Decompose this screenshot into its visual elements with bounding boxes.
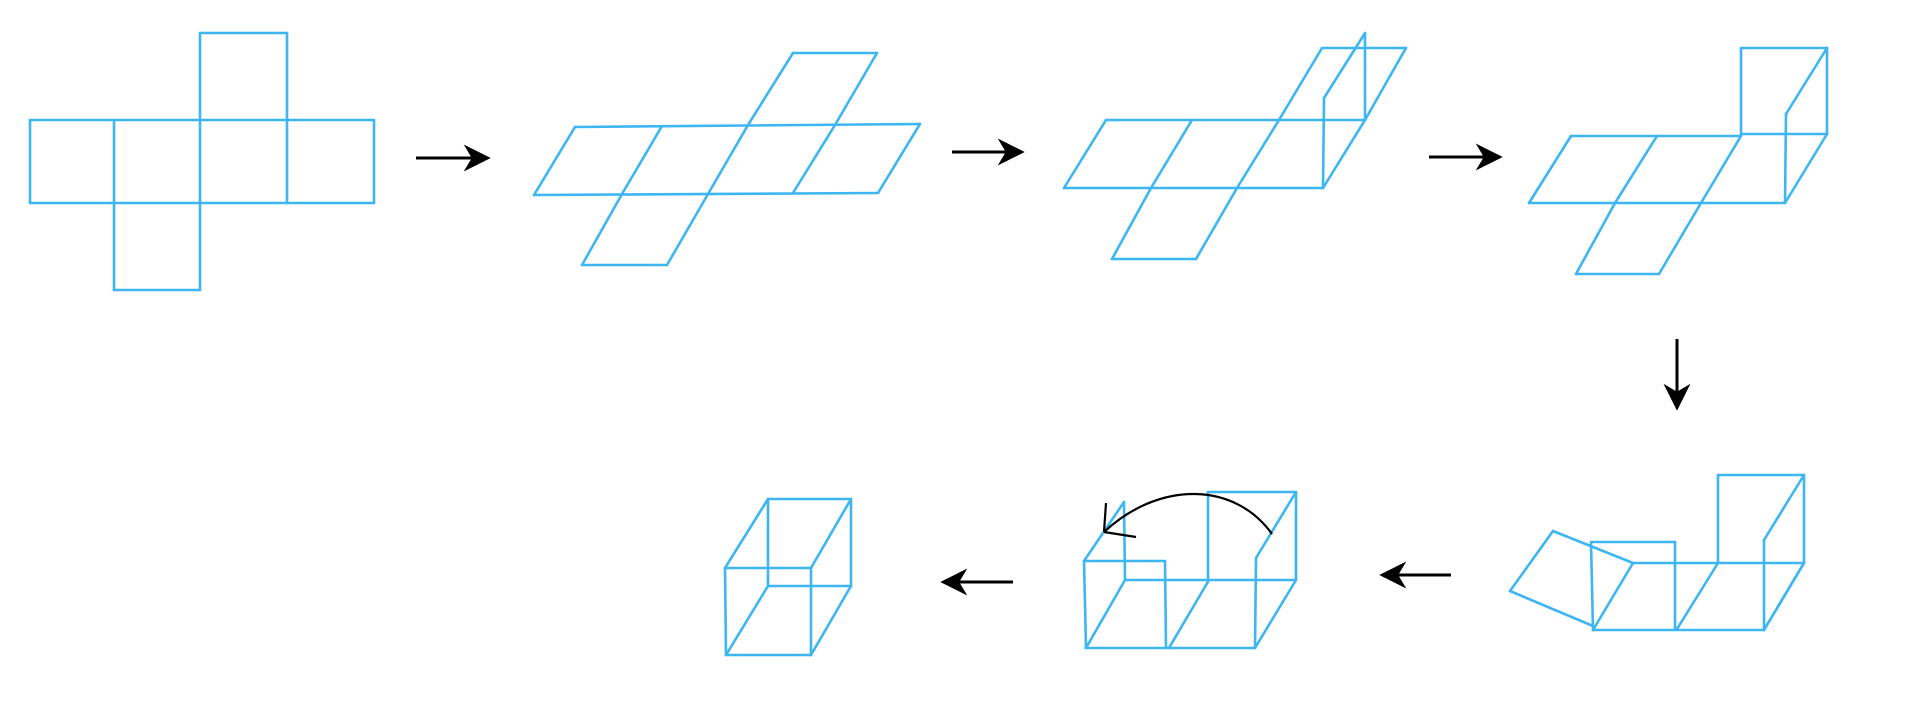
step-4-top-face-raised	[1527, 46, 1829, 276]
step-7-closed-cube	[723, 497, 853, 657]
rotation-arrow	[1102, 492, 1273, 539]
transition-arrows	[416, 138, 1691, 596]
step-5-left-flap-folding	[1508, 473, 1806, 632]
step-6-rotating-flap	[1082, 490, 1298, 650]
step-2-net-skewed	[532, 51, 922, 267]
step-3-right-face-raised	[1062, 31, 1408, 261]
step-1-flat-cross-net	[28, 31, 376, 292]
